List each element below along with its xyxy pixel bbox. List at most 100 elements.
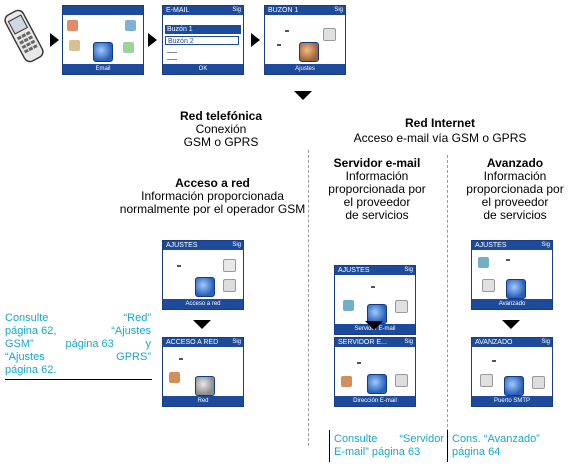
screen-softkey: Dirección E-mail — [335, 396, 415, 406]
servidor-title: Servidor e-mail — [333, 156, 421, 170]
email-address-icon — [367, 374, 387, 394]
reference-servidor[interactable]: Consulte “Servidor E-mail” página 63 — [334, 433, 444, 459]
screen-title — [63, 6, 143, 15]
ref-text: página 62. — [5, 364, 57, 376]
phone-small-icon — [125, 20, 136, 31]
red-telefonica-line: GSM o GPRS — [183, 135, 259, 149]
acceso-red-title: Acceso a red — [175, 176, 250, 190]
screen-softkey: Puerto SMTP — [472, 396, 552, 406]
settings-icon — [395, 374, 408, 387]
tools-icon — [532, 376, 545, 389]
screen-softkey: Red — [163, 396, 243, 406]
email-globe-icon — [93, 42, 113, 62]
arrow-down-icon — [193, 320, 211, 329]
reference-bar — [447, 430, 448, 462]
acceso-red-line: Información proporcionada — [141, 189, 284, 203]
settings-icon — [395, 300, 408, 313]
screen-softkey: Avanzado — [472, 299, 552, 309]
phone-screen-menu: Email — [62, 5, 144, 75]
red-internet-title: Red Internet — [404, 116, 475, 130]
list-marker — [285, 30, 289, 32]
avanzado-line: el proveedor — [481, 195, 549, 209]
reference-bar — [329, 430, 330, 462]
ref-text: “Ajustes — [5, 351, 45, 363]
reference-avanzado[interactable]: Cons. “Avanzado” página 64 — [452, 433, 582, 459]
red-telefonica-title: Red telefónica — [179, 109, 263, 123]
ref-text: “Ajustes — [111, 325, 151, 337]
reference-underline — [5, 379, 152, 380]
list-marker — [357, 362, 361, 364]
arrow-down-icon — [502, 320, 520, 329]
tools-icon — [67, 20, 78, 31]
ref-text: “Red” — [123, 312, 151, 324]
port-settings-icon — [504, 376, 524, 396]
red-internet-block: Red Internet Acceso e-mail vía GSM o GPR… — [305, 117, 575, 145]
tools-icon — [169, 372, 180, 383]
servidor-line: de servicios — [345, 208, 409, 222]
ref-text: “Servidor — [399, 433, 444, 445]
settings-tools-icon — [299, 42, 319, 62]
red-internet-line: Acceso e-mail vía GSM o GPRS — [353, 131, 527, 145]
settings-icon — [480, 374, 493, 387]
avanzado-block: Avanzado Información proporcionada por e… — [450, 157, 580, 222]
servidor-line: Información — [345, 169, 409, 183]
acceso-red-line: normalmente por el operador GSM — [119, 202, 306, 216]
arrow-right-icon — [251, 33, 260, 47]
list-marker — [179, 358, 183, 360]
folder-icon — [69, 40, 80, 51]
list-marker — [492, 360, 496, 362]
settings-icon — [223, 279, 236, 292]
list-marker — [177, 265, 181, 267]
column-separator — [308, 150, 309, 446]
phone-screen-servidor-email: SERVIDOR E...Sig Dirección E-mail — [334, 337, 416, 407]
divider — [167, 59, 177, 60]
screen-title: SERVIDOR E...Sig — [335, 338, 415, 347]
avanzado-title: Avanzado — [486, 156, 544, 170]
globe-icon — [478, 257, 489, 268]
ref-text: GPRS” — [116, 351, 151, 363]
avanzado-line: Información — [483, 169, 547, 183]
screen-softkey: OK — [163, 64, 243, 74]
network-settings-icon — [195, 376, 215, 396]
screen-softkey: Ajustes — [265, 64, 345, 74]
globe-icon — [343, 300, 354, 311]
ref-text: E-mail” página 63 — [334, 446, 421, 458]
arrow-down-icon — [294, 91, 312, 100]
red-telefonica-block: Red telefónica Conexión GSM o GPRS — [146, 110, 296, 149]
list-item-selected: Buzón 1 — [165, 25, 241, 34]
phone-icon — [4, 9, 44, 63]
screen-softkey: Acceso a red — [163, 299, 243, 309]
ref-text: Cons. “Avanzado” — [452, 433, 540, 445]
ref-text: página 62, — [5, 325, 57, 337]
list-marker — [371, 286, 375, 288]
servidor-line: proporcionada por — [328, 182, 426, 196]
envelope-icon — [223, 259, 236, 272]
avanzado-line: proporcionada por — [466, 182, 564, 196]
servidor-block: Servidor e-mail Información proporcionad… — [312, 157, 442, 222]
column-separator — [447, 155, 448, 447]
settings-icon — [482, 279, 495, 292]
ref-text: página 63 — [65, 338, 114, 350]
network-globe-icon — [195, 277, 215, 297]
list-item: Buzón 2 — [165, 36, 239, 45]
reference-red[interactable]: Consulte“Red” página 62,“Ajustes GSM”pág… — [5, 312, 151, 377]
list-marker — [277, 44, 281, 46]
ref-text: y — [145, 338, 152, 350]
settings-icon — [123, 42, 134, 53]
ref-text: Consulte — [334, 433, 378, 445]
arrow-down-icon — [365, 321, 383, 330]
avanzado-line: de servicios — [483, 208, 547, 222]
acceso-red-block: Acceso a red Información proporcionada n… — [115, 177, 310, 216]
list-marker — [506, 259, 510, 261]
